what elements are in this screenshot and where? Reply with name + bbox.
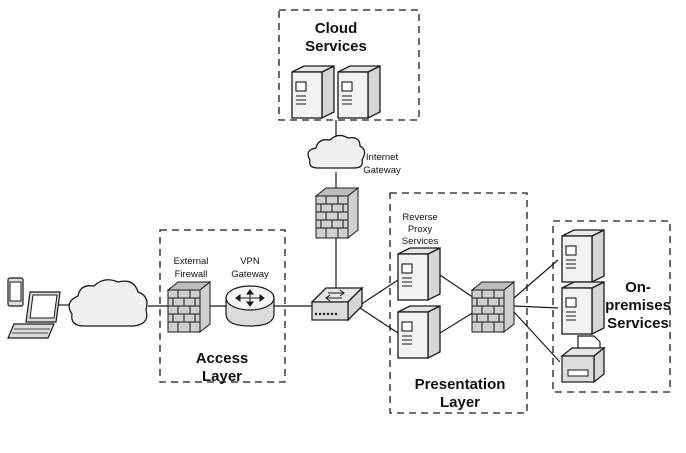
internet-gateway-label-line1: Internet [366,152,399,163]
firewall-icon [315,187,359,239]
cloud-server-icon [291,65,335,119]
onprem-services-title-line2: premises [605,297,671,314]
external-firewall-label-line2: Firewall [175,269,208,280]
connections [58,120,561,363]
reverse-proxy-label-line2: Proxy [408,224,433,235]
cloud-server-icon [337,65,381,119]
internet-cloud-icon [68,279,148,327]
cloud-services-zone [278,9,420,121]
reverse-proxy-server-icon [397,247,441,301]
reverse-proxy-label-line3: Services [402,236,439,247]
cloud-services-title-line2: Services [305,38,367,55]
internet-gateway-cloud-icon [307,134,366,169]
switch-icon [310,286,364,322]
vpn-gateway-label-line2: Gateway [231,269,269,280]
access-layer-title-line2: Layer [202,368,242,385]
internet-gateway-label-line2: Gateway [363,165,401,176]
presentation-firewall-icon [471,281,515,333]
reverse-proxy-server-icon [397,305,441,359]
presentation-layer-title-line2: Layer [440,394,480,411]
presentation-layer-title-line1: Presentation [415,376,506,393]
smartphone-icon [7,277,24,307]
vpn-gateway-label-line1: VPN [240,256,260,267]
onprem-services-title-line3: Services [607,315,669,332]
onprem-server-icon [561,281,605,335]
external-firewall-label-line1: External [174,256,209,267]
onprem-server-icon [561,229,605,283]
reverse-proxy-label-line1: Reverse [402,212,437,223]
printer-icon [560,335,606,384]
access-layer-title-line1: Access [196,350,249,367]
onprem-services-title-line1: On- [625,279,651,296]
external-firewall-icon [167,281,211,333]
cloud-services-title-line1: Cloud [315,20,358,37]
presentation-layer-zone [389,192,528,414]
access-layer-zone [159,229,286,383]
laptop-icon [7,291,61,339]
vpn-router-icon [225,285,275,327]
